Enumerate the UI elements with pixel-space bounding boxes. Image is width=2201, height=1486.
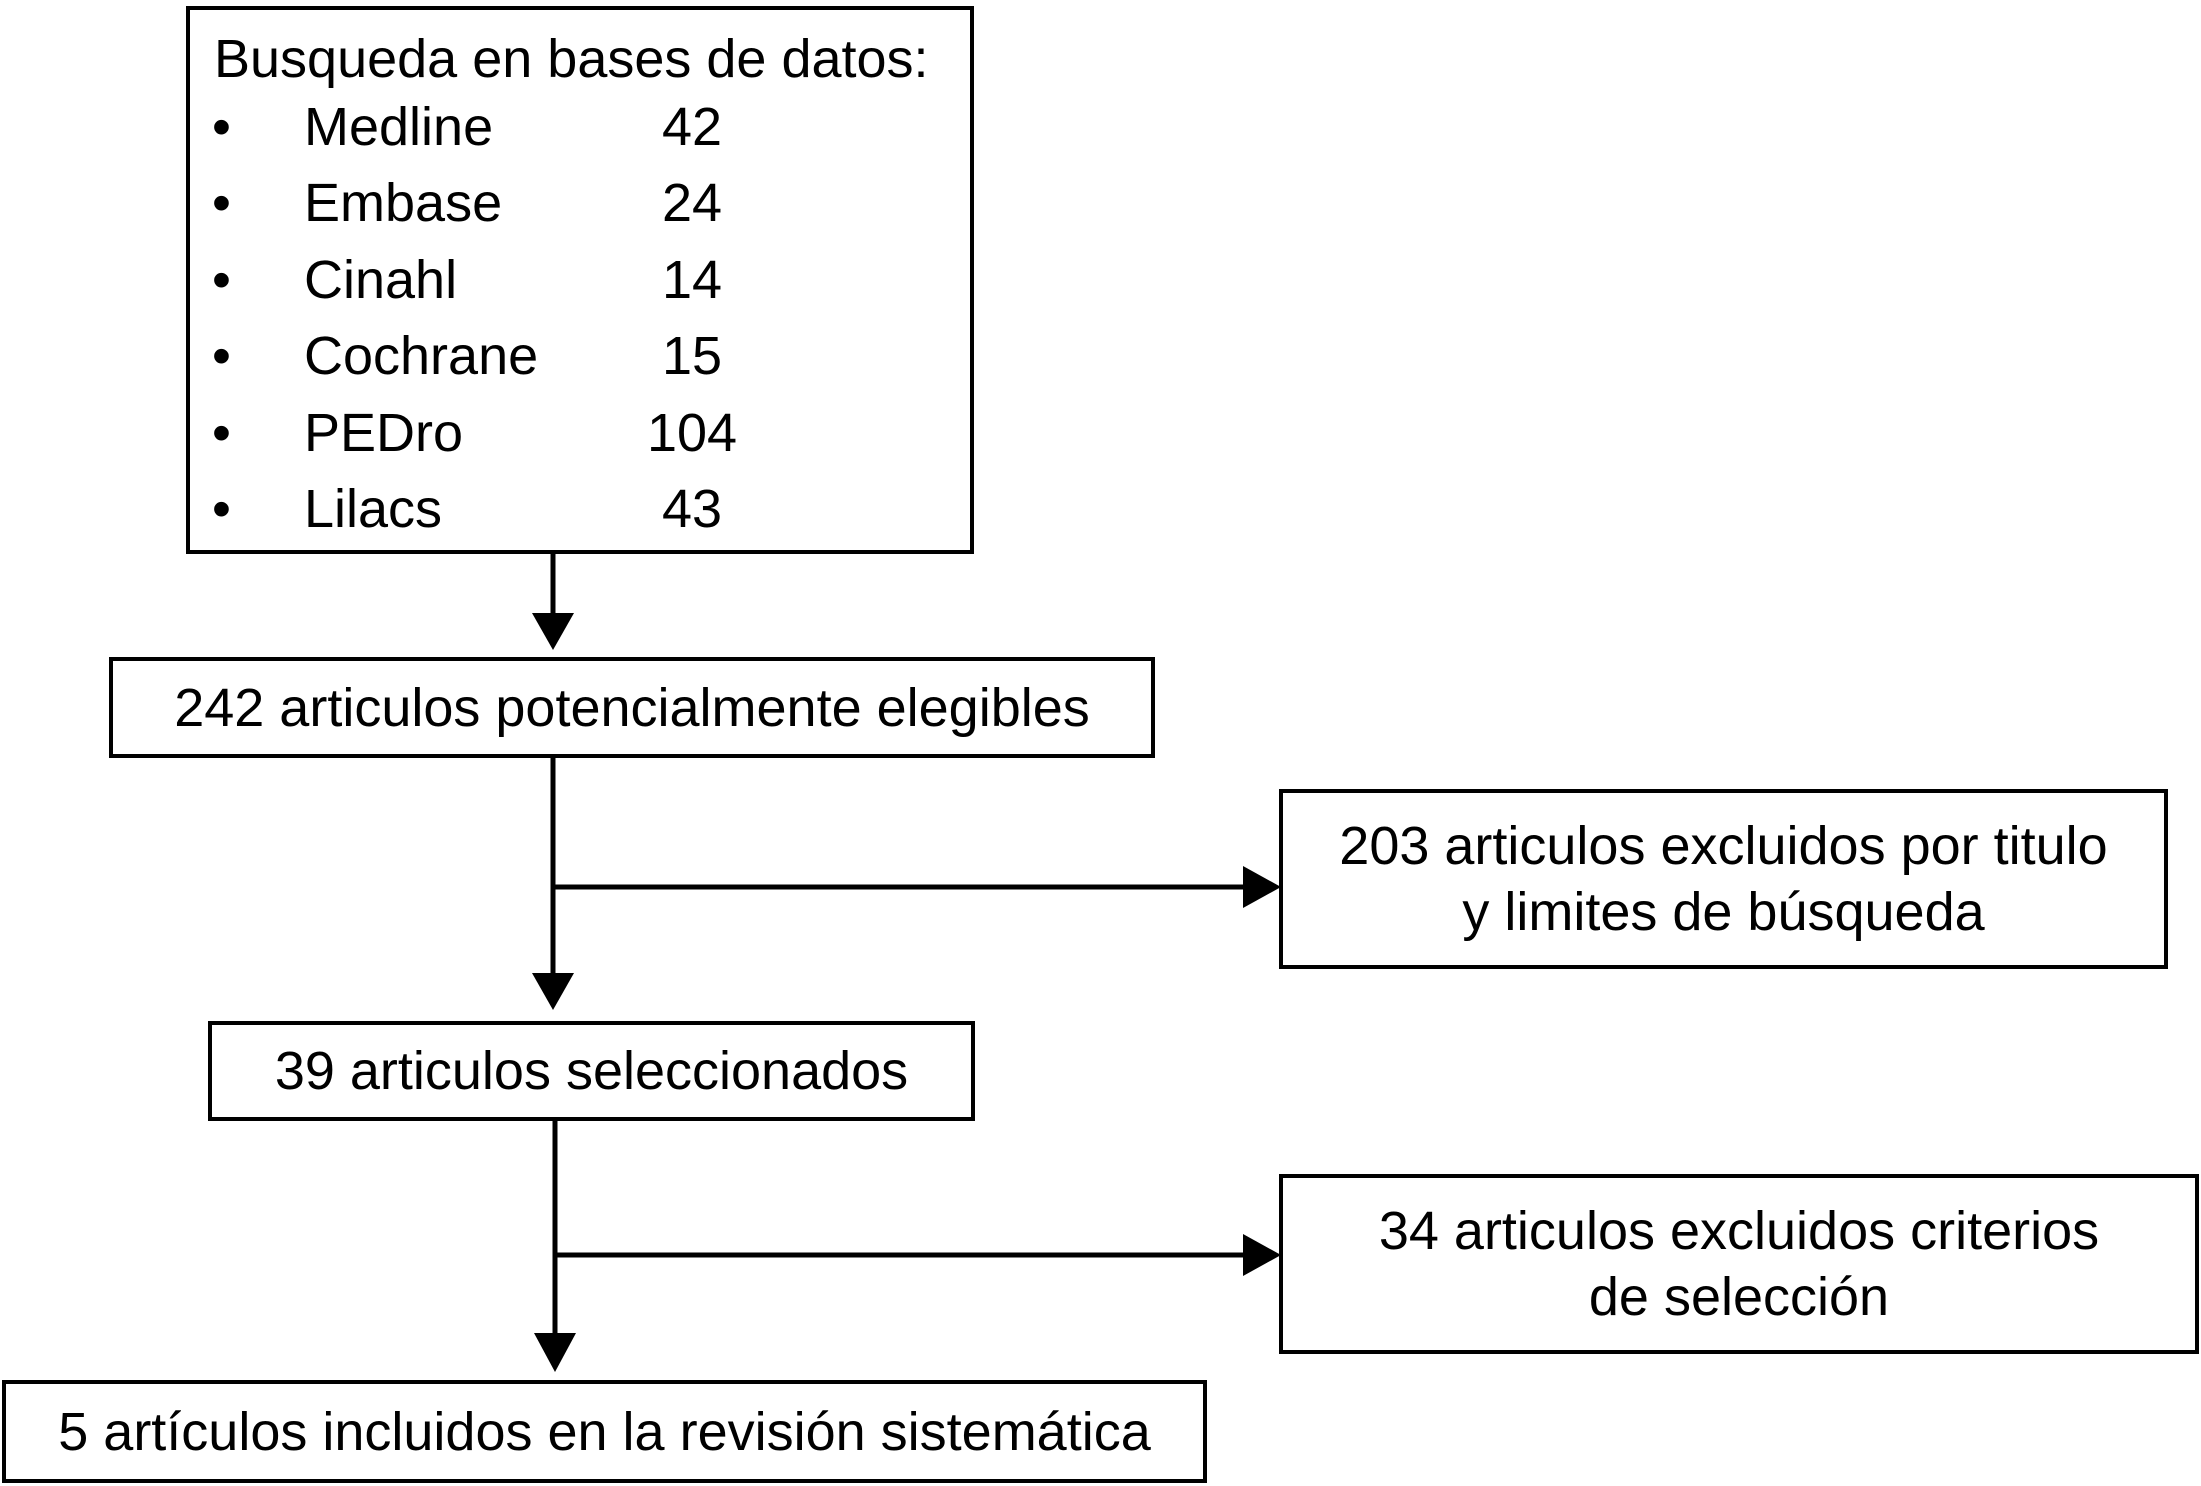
bullet-icon: • (212, 173, 231, 233)
included-articles-text: 5 artículos incluidos en la revisión sis… (58, 1401, 1151, 1462)
included-articles-box: 5 artículos incluidos en la revisión sis… (2, 1380, 1207, 1483)
arrow-to-excluded-title (553, 866, 1281, 908)
bullet-icon: • (212, 97, 231, 157)
database-item-medline: • Medline 42 (212, 100, 772, 166)
database-name: Cochrane (304, 326, 539, 386)
bullet-icon: • (212, 403, 231, 463)
database-name: Cinahl (304, 250, 458, 310)
database-name: Medline (304, 97, 494, 157)
database-name: PEDro (304, 403, 464, 463)
database-search-box: Busqueda en bases de datos: • Medline 42… (186, 6, 974, 554)
selected-articles-box: 39 articulos seleccionados (208, 1021, 975, 1121)
database-item-lilacs: • Lilacs 43 (212, 482, 772, 548)
database-count: 24 (661, 173, 723, 233)
database-count: 43 (661, 479, 723, 539)
database-count: 42 (661, 97, 723, 157)
bullet-icon: • (212, 250, 231, 310)
excluded-by-title-box: 203 articulos excluidos por titulo y lim… (1279, 789, 2168, 969)
database-count: 104 (646, 403, 738, 463)
database-count: 14 (661, 250, 723, 310)
selected-articles-text: 39 articulos seleccionados (274, 1041, 909, 1101)
bullet-icon: • (212, 479, 231, 539)
excluded-by-criteria-box: 34 articulos excluidos criterios de sele… (1279, 1174, 2199, 1354)
arrow-search-to-eligible (532, 550, 574, 650)
database-item-embase: • Embase 24 (212, 176, 772, 242)
database-name: Embase (304, 173, 503, 233)
bullet-icon: • (212, 326, 231, 386)
database-search-title: Busqueda en bases de datos: (214, 29, 929, 89)
database-item-pedro: • PEDro 104 (212, 406, 772, 472)
excluded-by-criteria-line1: 34 articulos excluidos criterios (1378, 1201, 2100, 1261)
database-item-cochrane: • Cochrane 15 (212, 329, 772, 395)
arrow-eligible-to-selected (532, 755, 574, 1010)
excluded-by-title-line2: y limites de búsqueda (1462, 882, 1985, 942)
database-count: 15 (661, 326, 723, 386)
excluded-by-criteria-line2: de selección (1588, 1267, 1890, 1327)
arrow-selected-to-included (534, 1120, 576, 1372)
arrow-to-excluded-criteria (555, 1234, 1281, 1276)
eligible-articles-text: 242 articulos potencialmente elegibles (174, 677, 1090, 738)
eligible-articles-box: 242 articulos potencialmente elegibles (109, 657, 1155, 758)
excluded-by-title-line1: 203 articulos excluidos por titulo (1339, 816, 2108, 876)
database-item-cinahl: • Cinahl 14 (212, 253, 772, 319)
database-name: Lilacs (304, 479, 443, 539)
